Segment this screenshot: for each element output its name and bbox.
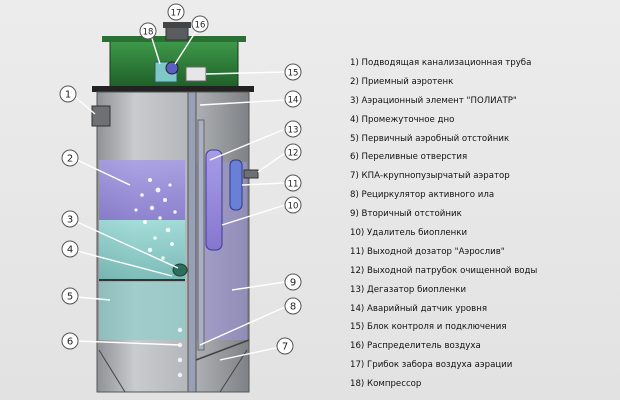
legend-item-8: 8) Рециркулятор активного ила <box>350 190 495 201</box>
callout-12: 12 <box>288 149 299 159</box>
tank-illustration: 1 2 3 4 5 6 7 8 9 10 11 12 13 14 15 16 1… <box>59 3 302 393</box>
callout-14: 14 <box>288 96 299 106</box>
aeration-element-icon <box>172 263 188 277</box>
legend-item-16: 16) Распределитель воздуха <box>350 341 481 352</box>
legend-item-14: 14) Аварийный датчик уровня <box>350 303 488 314</box>
callout-4: 4 <box>67 245 73 256</box>
legend-item-1: 1) Подводящая канализационная труба <box>350 58 532 68</box>
tank-bottom-right-strut <box>219 349 248 393</box>
aeration-bubbles <box>134 178 177 260</box>
callout-5: 5 <box>67 292 73 303</box>
tank-bottom-left-strut <box>98 349 126 393</box>
legend-item-9: 9) Вторичный отстойник <box>350 209 462 220</box>
legend-item-4: 4) Промежуточное дно <box>350 114 455 125</box>
legend-item-6: 6) Переливные отверстия <box>350 152 468 163</box>
legend-item-5: 5) Первичный аэробный отстойник <box>350 133 510 144</box>
callout-10: 10 <box>288 202 299 212</box>
coarse-aerator-line <box>195 339 250 361</box>
legend-item-15: 15) Блок контроля и подключения <box>350 322 507 333</box>
primary-settler-zone <box>99 282 185 340</box>
callout-markers <box>59 3 302 355</box>
callout-9: 9 <box>290 278 296 289</box>
outlet-doser-icon <box>229 159 243 211</box>
legend-item-18: 18) Компрессор <box>350 379 422 390</box>
legend-item-10: 10) Удалитель биопленки <box>350 228 468 239</box>
biofilm-remover-icon <box>205 149 223 251</box>
legend-item-11: 11) Выходной дозатор "Аэрослив" <box>350 246 505 257</box>
legend-item-13: 13) Дегазатор биопленки <box>350 284 467 295</box>
component-legend: 1) Подводящая канализационная труба 2) П… <box>350 54 615 394</box>
callout-3: 3 <box>67 215 73 226</box>
recirculator-pipe <box>197 119 205 351</box>
callout-2: 2 <box>67 154 73 165</box>
callout-15: 15 <box>288 69 299 79</box>
aerotank-water-zone <box>99 160 185 220</box>
callout-18: 18 <box>143 28 154 38</box>
air-mushroom-cap <box>163 22 191 28</box>
outlet-branch-pipe <box>243 169 259 179</box>
inflow-pipe-icon <box>91 105 111 127</box>
callout-16: 16 <box>195 21 206 31</box>
callout-7: 7 <box>282 342 288 353</box>
legend-item-17: 17) Грибок забора воздуха аэрации <box>350 360 513 371</box>
tank-flange <box>92 86 254 92</box>
central-pipe <box>187 91 197 393</box>
leader-lines <box>74 24 286 361</box>
legend-item-2: 2) Приемный аэротенк <box>350 76 454 87</box>
callout-11: 11 <box>288 180 299 190</box>
legend-item-3: 3) Аэрационный элемент "ПОЛИАТР" <box>350 95 517 106</box>
legend-item-7: 7) КПА-крупнопузырчатый аэратор <box>350 171 510 182</box>
air-mushroom-icon <box>165 25 189 41</box>
callout-6: 6 <box>67 337 73 348</box>
control-block-icon <box>185 66 207 82</box>
legend-item-12: 12) Выходной патрубок очищенной воды <box>350 265 538 276</box>
callout-8: 8 <box>290 302 296 313</box>
air-distributor-icon <box>165 61 179 75</box>
callout-1: 1 <box>65 90 71 101</box>
callout-17: 17 <box>171 9 182 19</box>
callout-13: 13 <box>288 126 299 136</box>
